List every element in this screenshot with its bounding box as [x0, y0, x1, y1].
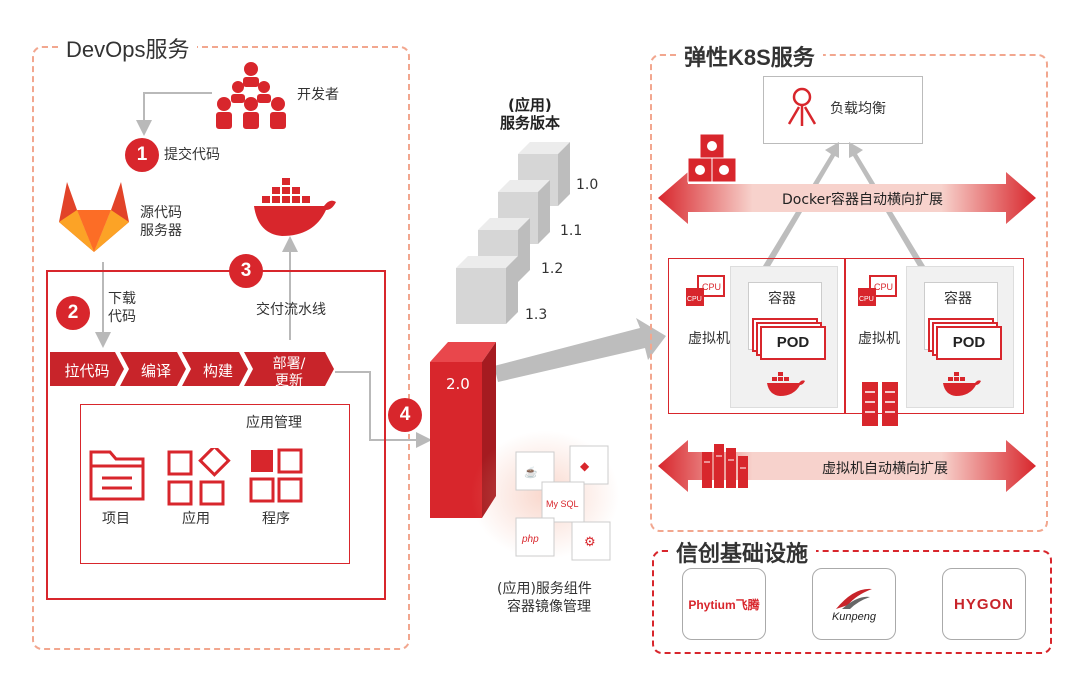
docker-scale-label: Docker容器自动横向扩展	[782, 192, 944, 208]
cpu-icon-left: CPU CPU	[686, 275, 725, 306]
k8s-frame	[650, 54, 1048, 532]
pod-left: POD	[760, 326, 826, 360]
program-icon	[249, 448, 303, 503]
hygon-label: HYGON	[953, 595, 1014, 613]
version-1-0: 1.0	[576, 177, 599, 193]
version-1-2: 1.2	[541, 261, 564, 277]
vm-divider	[844, 258, 846, 414]
load-balancer-box	[763, 76, 923, 144]
container-label-left: 容器	[768, 291, 796, 307]
project-label: 项目	[102, 511, 130, 527]
version-1-3: 1.3	[525, 307, 548, 323]
vm-scale-arrow	[658, 440, 1036, 492]
version-2-0-label: 2.0	[446, 375, 470, 393]
step-deploy-1: 部署/	[272, 356, 306, 372]
step-deploy-2: 更新	[275, 373, 303, 389]
kunpeng-label: Kunpeng	[831, 611, 877, 623]
kubernetes-cubes-icon	[687, 133, 737, 183]
kunpeng-logo: Kunpeng	[812, 568, 896, 640]
server-rack-icon	[702, 444, 748, 488]
docker-small-icon-right	[943, 372, 981, 396]
versions-title-1: (应用)	[508, 96, 552, 114]
infra-frame	[652, 550, 1052, 654]
vm-left-label: 虚拟机	[688, 331, 730, 347]
load-balancer-icon	[787, 87, 817, 126]
svg-text:CPU: CPU	[687, 296, 702, 303]
svg-text:My SQL: My SQL	[546, 499, 579, 509]
commit-code-label: 提交代码	[164, 147, 220, 163]
docker-small-icon-left	[767, 372, 805, 396]
k8s-title: 弹性K8S服务	[676, 40, 823, 72]
download-label-2: 代码	[108, 309, 136, 325]
components-label-2: 容器镜像管理	[507, 599, 591, 615]
program-label: 程序	[262, 511, 290, 527]
docker-scale-arrow	[658, 172, 1036, 224]
svg-text:CPU: CPU	[859, 296, 874, 303]
kunpeng-mark-icon	[836, 588, 872, 609]
pipeline-box	[46, 270, 386, 600]
phytium-label: Phytium飞腾	[688, 597, 760, 612]
pipeline-label: 交付流水线	[256, 302, 326, 318]
vm-right-label: 虚拟机	[858, 331, 900, 347]
versions-title-2: 服务版本	[500, 114, 561, 132]
step-1-badge: 1	[125, 138, 159, 172]
app-management-title: 应用管理	[246, 415, 302, 431]
step-build: 构建	[202, 362, 233, 380]
step-3-badge: 3	[229, 254, 263, 288]
devops-title: DevOps服务	[58, 32, 198, 64]
repo-label-1: 源代码	[140, 205, 182, 221]
step-compile: 编译	[140, 362, 171, 380]
version-2-0-block	[430, 342, 496, 518]
svg-text:php: php	[521, 534, 539, 545]
app-management-box	[80, 404, 350, 564]
repo-label-2: 服务器	[140, 223, 182, 239]
step-2-badge: 2	[56, 296, 90, 330]
download-label-1: 下载	[108, 291, 136, 307]
application-label: 应用	[182, 511, 210, 527]
infra-title: 信创基础设施	[668, 536, 817, 568]
docker-icon	[254, 178, 336, 236]
cpu-icon-right: CPU CPU	[858, 275, 897, 306]
hygon-logo: HYGON	[942, 568, 1026, 640]
version-1-1: 1.1	[560, 223, 583, 239]
svg-text:CPU: CPU	[702, 282, 721, 292]
step-pull-code: 拉代码	[64, 362, 110, 380]
vm-cluster-box	[668, 258, 1024, 414]
project-folder-icon	[89, 450, 145, 501]
devops-frame	[32, 46, 410, 650]
application-icon	[167, 448, 231, 506]
phytium-logo: Phytium飞腾	[682, 568, 766, 640]
step-4-badge: 4	[388, 398, 422, 432]
svg-text:⚙: ⚙	[584, 534, 596, 549]
gitlab-icon	[59, 182, 129, 252]
container-label-right: 容器	[944, 291, 972, 307]
version-cubes	[456, 142, 570, 324]
svg-text:◆: ◆	[580, 459, 590, 473]
svg-text:CPU: CPU	[874, 282, 893, 292]
svg-text:☕: ☕	[524, 465, 538, 479]
vm-scale-label: 虚拟机自动横向扩展	[822, 461, 948, 477]
deploy-arrow	[494, 318, 666, 382]
load-balancer-label: 负载均衡	[830, 101, 886, 117]
component-cubes: ☕ ◆ My SQL php ⚙	[515, 445, 611, 561]
server-icon	[862, 382, 898, 426]
developer-group-icon	[216, 62, 286, 129]
pipeline-steps-bg	[50, 352, 334, 386]
components-label-1: (应用)服务组件	[497, 581, 592, 597]
pod-right: POD	[936, 326, 1002, 360]
developer-label: 开发者	[297, 87, 339, 103]
